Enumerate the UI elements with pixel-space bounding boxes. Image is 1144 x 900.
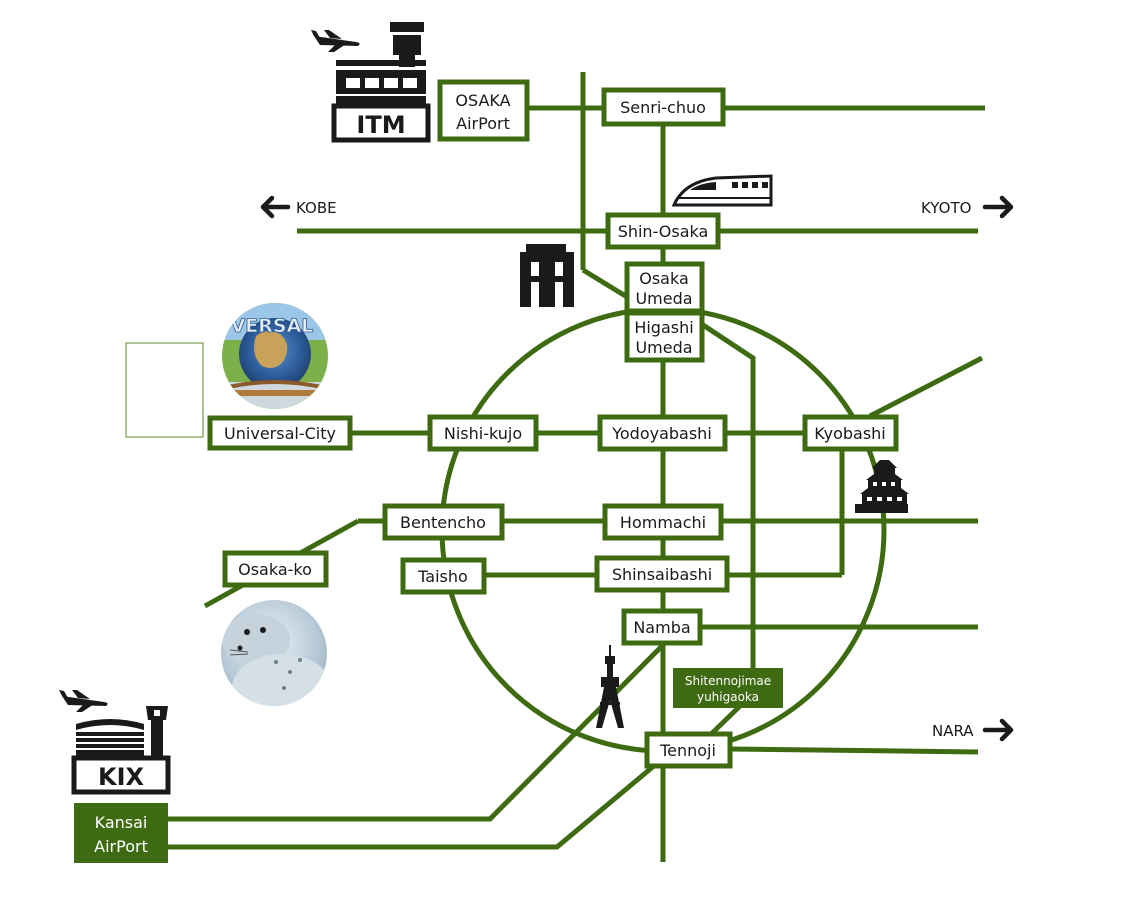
keihan-line [868,355,984,419]
station-label: Tennoji [659,741,716,760]
station-label: Hommachi [620,513,706,532]
direction-nara: NARA [932,722,974,740]
kix-airport-icon: KIX [59,690,171,795]
station-taisho[interactable]: Taisho [400,557,487,595]
station-universal-city[interactable]: Universal-City [207,415,353,451]
direction-kobe: KOBE [296,199,337,217]
aquarium-seal-icon [221,600,327,706]
itm-code-label: ITM [356,111,405,139]
rail-lines [168,72,985,862]
usj-logo-text: VERSAL [231,315,314,337]
station-osaka-airport[interactable]: OSAKA AirPort [437,79,530,142]
station-osaka-umeda[interactable]: Osaka Umeda [624,261,705,314]
station-label: Senri-chuo [620,98,706,117]
umeda-connector-line [581,267,634,303]
station-label: yuhigaoka [697,690,759,704]
station-label: AirPort [94,837,148,856]
station-label: OSAKA [455,91,510,110]
station-label: Shin-Osaka [618,222,709,241]
station-shin-osaka[interactable]: Shin-Osaka [605,212,721,250]
station-label: Shitennojimae [685,674,771,688]
station-boxes: OSAKA AirPort Senri-chuo Shin-Osaka Osak… [74,79,899,863]
arrow-right-icon [982,718,1014,742]
empty-placeholder-box [125,342,204,438]
station-label: Osaka [639,269,689,288]
station-shinsaibashi[interactable]: Shinsaibashi [594,555,730,593]
itm-airport-icon: ITM [311,22,431,143]
station-bentencho[interactable]: Bentencho [382,503,505,541]
airplane-icon [311,30,360,52]
jr-airport-line [168,763,657,850]
umeda-sky-building-icon [520,244,574,307]
arrow-left-icon [260,195,291,219]
station-label: Nishi-kujo [444,424,522,443]
station-label: Osaka-ko [238,560,312,579]
station-shitennojimae-yuhigaoka[interactable]: Shitennojimae yuhigaoka [673,668,783,708]
station-label: Kansai [95,813,148,832]
station-hommachi[interactable]: Hommachi [602,503,724,541]
station-osaka-ko[interactable]: Osaka-ko [222,550,329,588]
station-senri-chuo[interactable]: Senri-chuo [601,87,726,127]
station-label: Taisho [417,567,468,586]
station-label: Yodoyabashi [611,424,712,443]
tanimachi-line [698,320,756,672]
station-kansai-airport[interactable]: Kansai AirPort [74,803,168,863]
station-yodoyabashi[interactable]: Yodoyabashi [597,414,728,452]
tsutenkaku-tower-icon [596,645,624,728]
station-label: AirPort [456,114,510,133]
station-label: Kyobashi [814,424,885,443]
station-namba[interactable]: Namba [621,608,703,646]
direction-arrows: KOBE KYOTO NARA [260,195,1014,742]
osaka-castle-icon [855,460,909,513]
station-label: Shinsaibashi [612,565,712,584]
station-label: Umeda [635,338,692,357]
station-nishi-kujo[interactable]: Nishi-kujo [427,414,539,452]
station-label: Bentencho [400,513,486,532]
arrow-right-icon [982,195,1014,219]
shinkansen-train-icon [671,174,773,207]
direction-kyoto: KYOTO [921,199,971,217]
nara-line [729,746,979,755]
station-label: Higashi [634,318,693,337]
universal-studios-globe-icon: VERSAL [222,303,328,409]
station-label: Universal-City [224,424,336,443]
station-label: Namba [633,618,690,637]
station-kyobashi[interactable]: Kyobashi [802,414,899,452]
station-tennoji[interactable]: Tennoji [644,731,733,769]
kix-code-label: KIX [98,763,145,791]
airplane-icon [59,690,108,712]
station-label: Umeda [635,289,692,308]
station-higashi-umeda[interactable]: Higashi Umeda [624,310,705,363]
